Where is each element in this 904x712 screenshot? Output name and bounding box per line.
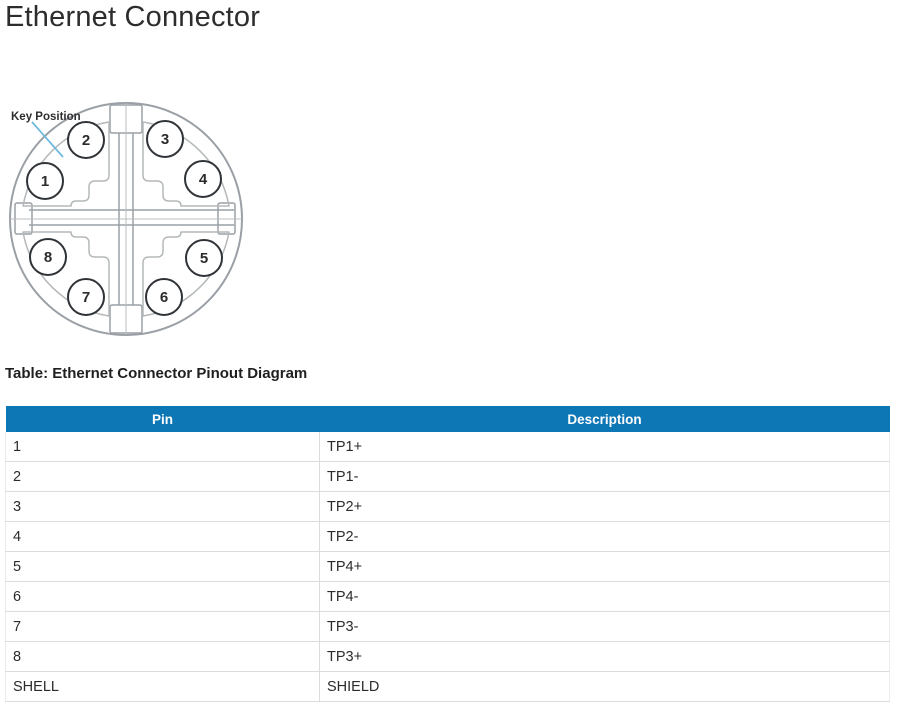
- pin-circle: [146, 120, 184, 158]
- pocket-bottom-right: [142, 231, 230, 317]
- description-cell: TP2+: [319, 491, 890, 522]
- table-caption: Table: Ethernet Connector Pinout Diagram: [5, 365, 308, 382]
- pin-layer: 1 2 3 4 5 6 7 8: [26, 120, 223, 316]
- pin-number: 5: [200, 250, 208, 267]
- description-cell: TP3-: [319, 611, 890, 642]
- pocket-top-left: [22, 121, 110, 207]
- description-cell: TP4-: [319, 581, 890, 612]
- pin-column-header: Pin: [5, 406, 320, 432]
- key-position-callout-line: [31, 121, 64, 158]
- pin-circle: [26, 162, 64, 200]
- pin-cell: 1: [5, 432, 320, 462]
- pin-circle: [67, 278, 105, 316]
- pin-number: 1: [41, 173, 49, 190]
- pin-number: 4: [199, 171, 208, 188]
- pin-cell: 3: [5, 491, 320, 522]
- pocket-bottom-left: [22, 231, 110, 317]
- description-cell: TP3+: [319, 641, 890, 672]
- pin-number: 8: [44, 249, 52, 266]
- description-cell: TP1-: [319, 461, 890, 492]
- key-position-label: Key Position: [11, 111, 81, 123]
- pin-circle: [185, 239, 223, 277]
- pin-cell: 6: [5, 581, 320, 612]
- pinout-table-head: Pin Description: [5, 406, 890, 432]
- pin-cell: 4: [5, 521, 320, 552]
- connector-diagram-svg: 1 2 3 4 5 6 7 8 Key Position: [9, 102, 243, 336]
- description-cell: SHIELD: [319, 671, 890, 702]
- pin-circle: [67, 121, 105, 159]
- description-column-header: Description: [319, 406, 890, 432]
- header-row: Pin Description: [5, 406, 890, 432]
- description-cell: TP4+: [319, 551, 890, 582]
- pin-circle: [145, 278, 183, 316]
- description-cell: TP2-: [319, 521, 890, 552]
- page-title: Ethernet Connector: [5, 1, 261, 33]
- pin-number: 2: [82, 132, 90, 149]
- pin-cell: SHELL: [5, 671, 320, 702]
- pin-circle: [29, 238, 67, 276]
- axis-lines: [10, 103, 242, 335]
- description-cell: TP1+: [319, 432, 890, 462]
- pin-cell: 2: [5, 461, 320, 492]
- pocket-top-right: [142, 121, 230, 207]
- pin-cell: 5: [5, 551, 320, 582]
- pin-number: 6: [160, 289, 168, 306]
- pin-number: 3: [161, 131, 169, 148]
- pin-cell: 7: [5, 611, 320, 642]
- pin-number: 7: [82, 289, 90, 306]
- quadrant-pockets: [22, 121, 230, 317]
- pin-circle: [184, 160, 222, 198]
- connector-diagram: 1 2 3 4 5 6 7 8 Key Position: [5, 95, 247, 343]
- pin-cell: 8: [5, 641, 320, 672]
